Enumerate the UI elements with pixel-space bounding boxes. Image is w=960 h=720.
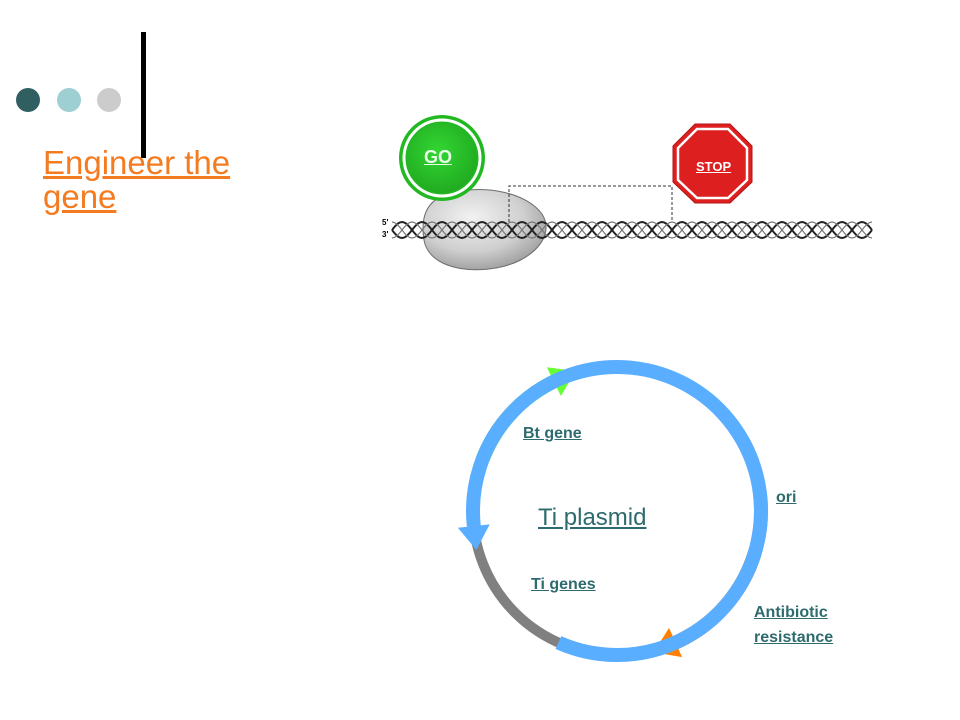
- antibiotic-line-1: Antibiotic: [754, 604, 828, 621]
- bullet-dot-teal: [57, 88, 81, 112]
- ti-plasmid-label[interactable]: Ti plasmid: [538, 504, 647, 531]
- ti-genes-arrowhead: [457, 524, 490, 550]
- go-sign: [399, 115, 485, 201]
- title-divider: [141, 32, 146, 158]
- bt-gene-label[interactable]: Bt gene: [523, 425, 582, 442]
- strand-3-label: 3': [382, 230, 389, 239]
- slide-title-link[interactable]: Engineer the gene: [43, 144, 231, 215]
- transcribed-region-outline: [508, 185, 673, 222]
- bullet-dot-gray: [97, 88, 121, 112]
- rna-polymerase-shape: [422, 189, 547, 271]
- antibiotic-line-2: resistance: [754, 629, 834, 646]
- stop-label[interactable]: STOP: [696, 159, 732, 174]
- ti-genes-label[interactable]: Ti genes: [531, 576, 596, 593]
- bullet-dot-dark: [16, 88, 40, 112]
- strand-5-label: 5': [382, 218, 389, 227]
- ti-genes-segment: [466, 360, 768, 662]
- go-label[interactable]: GO: [424, 147, 453, 167]
- ori-label[interactable]: ori: [776, 489, 797, 506]
- dna-double-helix: [391, 220, 873, 240]
- stop-sign: [672, 123, 753, 204]
- antibiotic-resistance-label[interactable]: Antibiotic resistance: [754, 600, 833, 650]
